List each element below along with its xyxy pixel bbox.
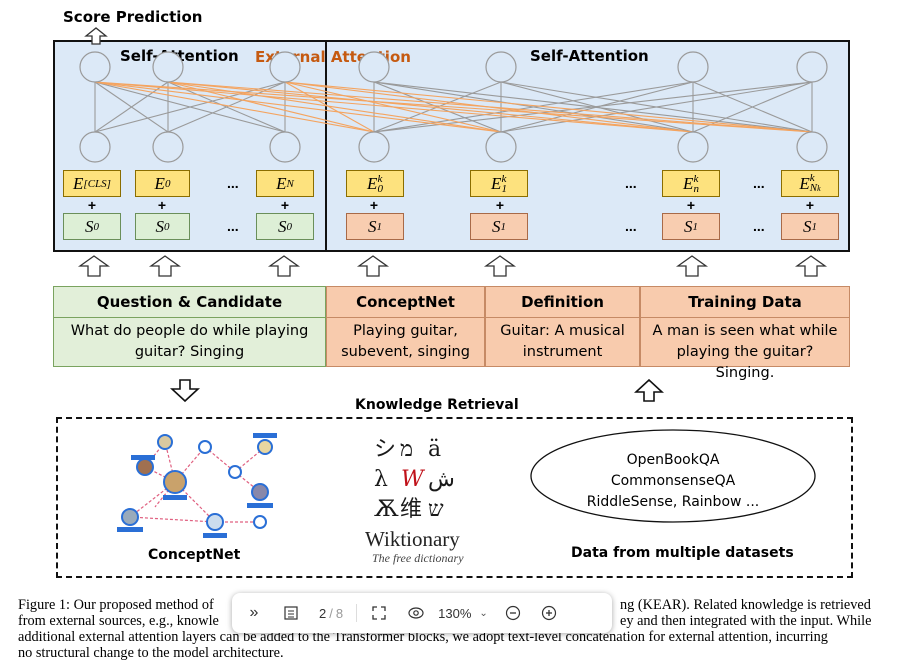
zoom-level: 130% xyxy=(438,605,472,621)
wiktionary-tagline: The free dictionary xyxy=(372,551,464,565)
svg-text:W: W xyxy=(401,467,426,492)
ellipsis: ... xyxy=(227,175,239,191)
definition-cell: Definition Guitar: A musical instrument xyxy=(485,286,640,367)
down-arrow-icon xyxy=(170,379,200,403)
caption-line-2-right: ey and then integrated with the input. W… xyxy=(620,613,872,629)
zoom-in-icon xyxy=(541,605,557,621)
attention-network xyxy=(79,51,828,163)
up-arrow-icon xyxy=(634,379,664,402)
page-total: 8 xyxy=(335,605,344,621)
score-up-arrow-icon xyxy=(84,27,108,45)
dataset-openbookqa: OpenBookQA xyxy=(626,452,720,468)
training-data-cell: Training Data A man is seen what while p… xyxy=(640,286,850,381)
dataset-commonsenseqa: CommonsenseQA xyxy=(610,473,736,489)
conceptnet-header: ConceptNet xyxy=(327,287,484,318)
knowledge-retrieval-label: Knowledge Retrieval xyxy=(355,397,519,413)
svg-text:Ѫ: Ѫ xyxy=(374,497,399,522)
plus-sign: + xyxy=(805,197,815,213)
datasets-list: OpenBookQA CommonsenseQA RiddleSense, Ra… xyxy=(528,450,818,513)
outline-button[interactable] xyxy=(276,606,306,620)
dataset-riddlesense-rainbow: RiddleSense, Rainbow ... xyxy=(586,494,760,510)
expand-sidebar-button[interactable]: » xyxy=(232,604,276,622)
svg-text:ש: ש xyxy=(428,497,444,522)
ellipsis: ... xyxy=(753,218,765,234)
caption-line-2-left: from external sources, e.g., knowle xyxy=(18,613,219,629)
page-current: 2 xyxy=(318,605,327,621)
svg-text:מ: מ xyxy=(400,437,413,462)
ellipsis: ... xyxy=(227,218,239,234)
conceptnet-graph-icon xyxy=(117,433,277,538)
svg-text:ä: ä xyxy=(428,437,441,462)
pdf-viewer-toolbar: » 2 / 8 130% ⌄ xyxy=(232,593,612,633)
conceptnet-body: Playing guitar, subevent, singing xyxy=(341,323,470,360)
plus-sign: + xyxy=(87,197,97,213)
svg-text:シ: シ xyxy=(374,437,396,462)
plus-sign: + xyxy=(686,197,696,213)
plus-sign: + xyxy=(280,197,290,213)
caption-line-1-left: Figure 1: Our proposed method of xyxy=(18,597,214,613)
caption-line-1-right: ng (KEAR). Related knowledge is retrieve… xyxy=(620,597,871,613)
definition-header: Definition xyxy=(486,287,639,318)
self-attention-right-label: Self-Attention xyxy=(530,47,649,65)
zoom-out-icon xyxy=(505,605,521,621)
question-candidate-header: Question & Candidate xyxy=(54,287,325,318)
question-candidate-body: What do people do while playing guitar? … xyxy=(70,323,309,360)
datasets-ellipse xyxy=(530,429,816,523)
double-chevron-right-icon: » xyxy=(249,604,259,621)
view-mode-button[interactable] xyxy=(401,607,431,619)
question-candidate-cell: Question & Candidate What do people do w… xyxy=(53,286,326,367)
definition-body: Guitar: A musical instrument xyxy=(500,323,625,360)
ellipsis: ... xyxy=(753,175,765,191)
toolbar-divider xyxy=(356,604,357,622)
plus-sign: + xyxy=(369,197,379,213)
score-prediction-label: Score Prediction xyxy=(63,8,203,26)
conceptnet-source-label: ConceptNet xyxy=(148,547,241,563)
page-indicator[interactable]: 2 / 8 xyxy=(306,606,356,621)
panel-divider xyxy=(325,40,327,252)
token-e-cls: E[CLS] xyxy=(63,170,121,197)
page-separator: / xyxy=(329,605,333,621)
input-arrows xyxy=(77,255,828,277)
conceptnet-cell: ConceptNet Playing guitar, subevent, sin… xyxy=(326,286,485,367)
caption-line-3: additional external attention layers can… xyxy=(18,630,828,645)
self-attention-left-label: Self-Attention xyxy=(120,47,239,65)
zoom-in-button[interactable] xyxy=(531,605,567,621)
chevron-down-icon: ⌄ xyxy=(479,607,488,619)
ellipsis: ... xyxy=(625,175,637,191)
svg-text:维: 维 xyxy=(400,497,422,522)
caption-line-4: no structural change to the model archit… xyxy=(18,645,284,661)
plus-sign: + xyxy=(157,197,167,213)
plus-sign: + xyxy=(495,197,505,213)
ellipsis: ... xyxy=(625,218,637,234)
training-data-body: A man is seen what while playing the gui… xyxy=(652,323,838,381)
zoom-select[interactable]: 130% ⌄ xyxy=(431,606,495,621)
outline-icon xyxy=(284,606,298,620)
datasets-source-label: Data from multiple datasets xyxy=(571,545,794,561)
fit-page-icon xyxy=(372,606,386,620)
fit-page-button[interactable] xyxy=(357,606,401,620)
eye-icon xyxy=(408,607,424,619)
svg-text:λ: λ xyxy=(374,467,388,492)
svg-text:ش: ش xyxy=(428,467,455,492)
zoom-out-button[interactable] xyxy=(495,605,531,621)
wiktionary-name: Wiktionary xyxy=(365,527,460,551)
training-data-header: Training Data xyxy=(641,287,849,318)
knowledge-sources-box xyxy=(56,417,853,578)
